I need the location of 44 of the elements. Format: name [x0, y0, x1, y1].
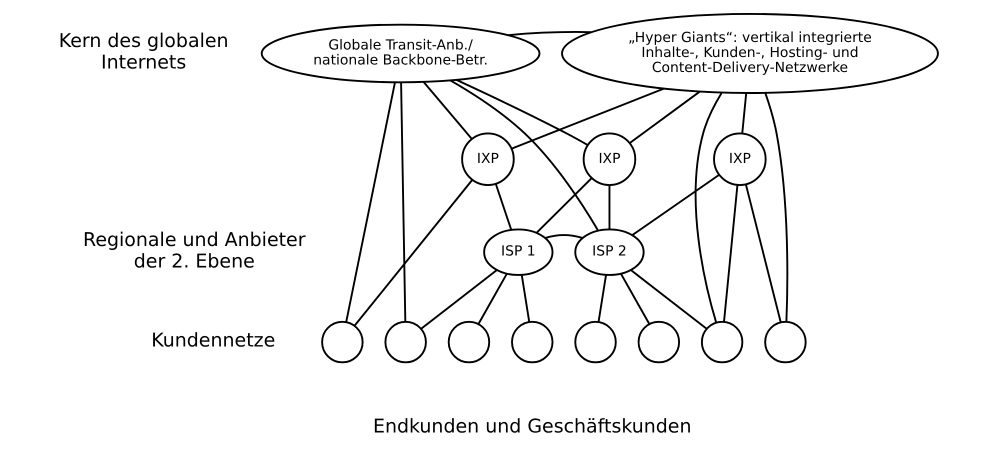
connector	[449, 78, 598, 230]
connector	[400, 82, 406, 322]
connector	[740, 92, 747, 133]
connector	[420, 269, 497, 330]
node-circle: IXP	[712, 132, 766, 186]
connector	[608, 184, 610, 229]
label: Regionale und Anbieter der 2. Ebene	[82, 228, 306, 272]
node-circle	[637, 320, 680, 363]
connector	[620, 272, 650, 324]
connector	[744, 184, 782, 322]
connector	[632, 174, 719, 236]
connector	[630, 269, 707, 330]
connector	[344, 81, 396, 322]
connector	[694, 91, 722, 322]
connector	[354, 179, 472, 326]
connector	[722, 184, 738, 322]
connector	[520, 274, 530, 322]
connector	[597, 274, 606, 322]
connector	[510, 87, 664, 149]
connector	[456, 78, 588, 146]
connector	[536, 177, 592, 233]
node-ellipse: „Hyper Giants“: vertikal integrierte Inhalte-, Kunden-, Hosting- und Content-Delivery-Netzwerke	[560, 12, 938, 94]
connector	[494, 183, 512, 230]
node-circle	[447, 320, 490, 363]
connector	[544, 234, 582, 238]
node-ellipse: Globale Transit-Anb./ nationale Backbone-Betr.	[260, 23, 540, 83]
connector	[507, 30, 591, 36]
node-ellipse: ISP 1	[482, 228, 553, 276]
node-ellipse: ISP 2	[574, 228, 644, 276]
label: Kern des globalen Internets	[58, 30, 228, 74]
connector	[422, 80, 472, 139]
node-circle	[574, 320, 616, 363]
node-circle: IXP	[460, 132, 514, 186]
node-circle	[700, 320, 743, 363]
node-circle	[320, 320, 364, 363]
connector	[477, 272, 508, 324]
node-circle	[384, 320, 426, 363]
connector	[764, 92, 788, 322]
node-circle: IXP	[582, 132, 636, 186]
node-circle	[764, 320, 806, 363]
label: Kundennetze	[150, 329, 275, 352]
node-circle	[510, 320, 553, 363]
connector	[628, 90, 700, 144]
label: Endkunden und Geschäftskunden	[372, 415, 692, 438]
